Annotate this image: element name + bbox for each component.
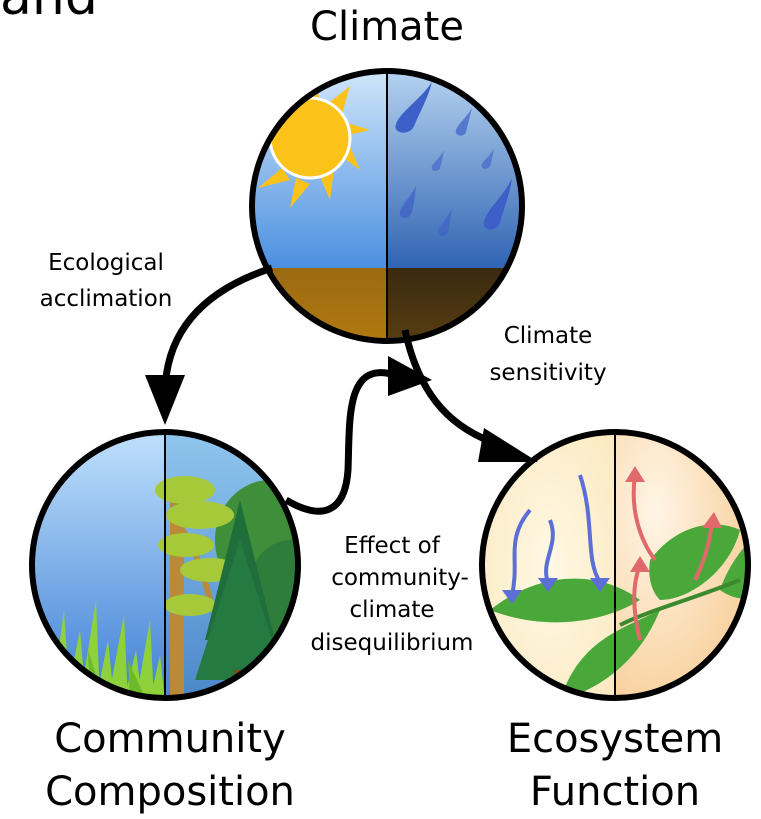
leaves-icon <box>490 524 748 698</box>
ecosystem-node <box>479 429 751 701</box>
arrow-disequilibrium <box>284 356 432 515</box>
disequilibrium-label-line3: climate <box>349 597 434 623</box>
climate-label: Climate <box>310 4 464 50</box>
sensitivity-label-line1: Climate <box>504 323 593 349</box>
sensitivity-label-line2: sensitivity <box>489 360 606 386</box>
community-node <box>29 429 301 701</box>
ecosystem-label-line1: Ecosystem <box>507 716 723 762</box>
ecosystem-label-line2: Function <box>530 769 700 815</box>
disequilibrium-label-line1: Effect of <box>344 533 441 559</box>
top-fragment-text: and <box>0 0 98 27</box>
climate-node <box>249 68 525 344</box>
community-label-line2: Composition <box>45 769 295 815</box>
community-label-line1: Community <box>54 716 286 762</box>
acclimation-label-line2: acclimation <box>40 286 173 312</box>
disequilibrium-label-line4: disequilibrium <box>311 630 474 656</box>
arrow-acclimation <box>145 264 274 425</box>
arrow-sensitivity <box>401 329 538 462</box>
disequilibrium-label-line2: community- <box>331 565 469 591</box>
down-arrows-icon <box>510 474 602 596</box>
acclimation-label-line1: Ecological <box>48 250 164 276</box>
